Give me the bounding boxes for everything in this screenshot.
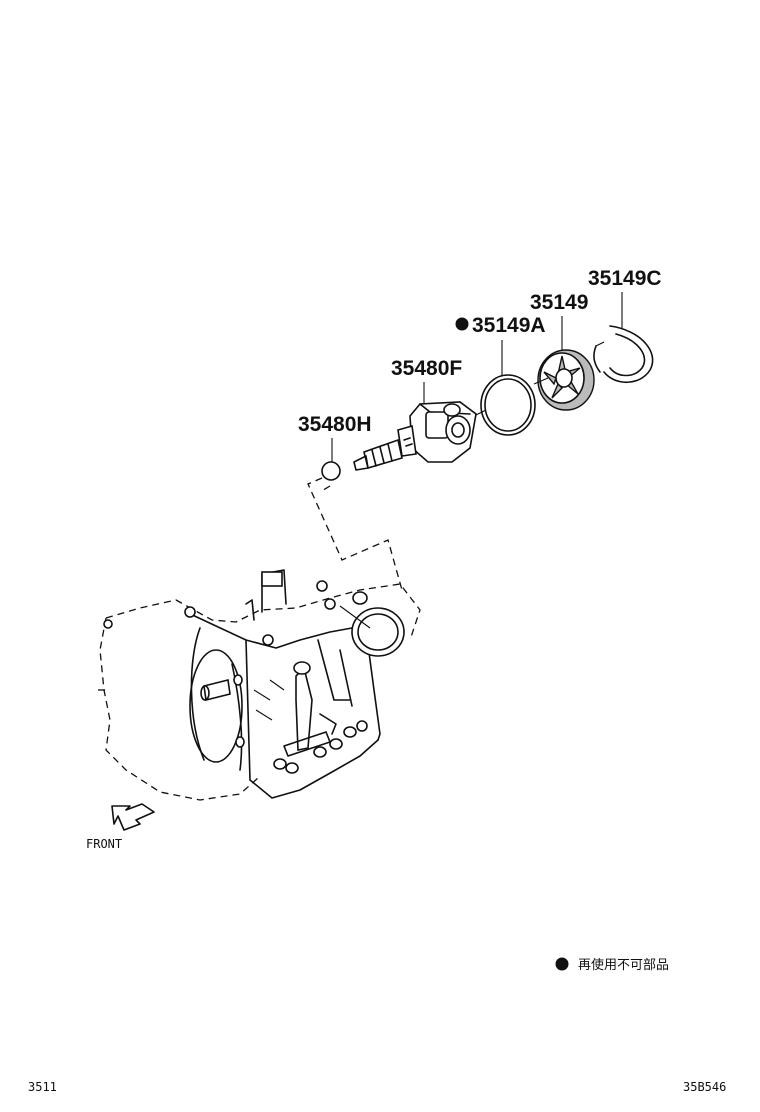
gear-plate-35149[interactable] xyxy=(533,349,595,411)
part-label-35149[interactable]: 35149 xyxy=(530,291,588,314)
legend-marker-icon xyxy=(555,957,569,971)
front-label: FRONT xyxy=(86,837,122,851)
part-label-35480h[interactable]: 35480H xyxy=(298,413,372,436)
non-reusable-marker-icon xyxy=(455,317,469,331)
leader-lines xyxy=(331,292,623,462)
front-arrow-icon xyxy=(111,803,155,831)
footer-left-code: 3511 xyxy=(28,1080,57,1094)
mounting-position-guide xyxy=(307,477,403,591)
o-ring-35149a[interactable] xyxy=(469,374,536,436)
snap-ring-35149c[interactable] xyxy=(593,325,654,384)
part-label-35480f[interactable]: 35480F xyxy=(391,357,462,380)
footer-right-code: 35B546 xyxy=(683,1080,726,1094)
sensor-body-35480f[interactable] xyxy=(397,401,477,463)
part-label-35149a[interactable]: 35149A xyxy=(472,314,546,337)
transaxle-housing[interactable] xyxy=(98,569,421,801)
part-label-35149c[interactable]: 35149C xyxy=(588,267,662,290)
legend-text: 再使用不可部品 xyxy=(578,957,669,973)
driven-gear-35480h[interactable] xyxy=(321,438,403,481)
